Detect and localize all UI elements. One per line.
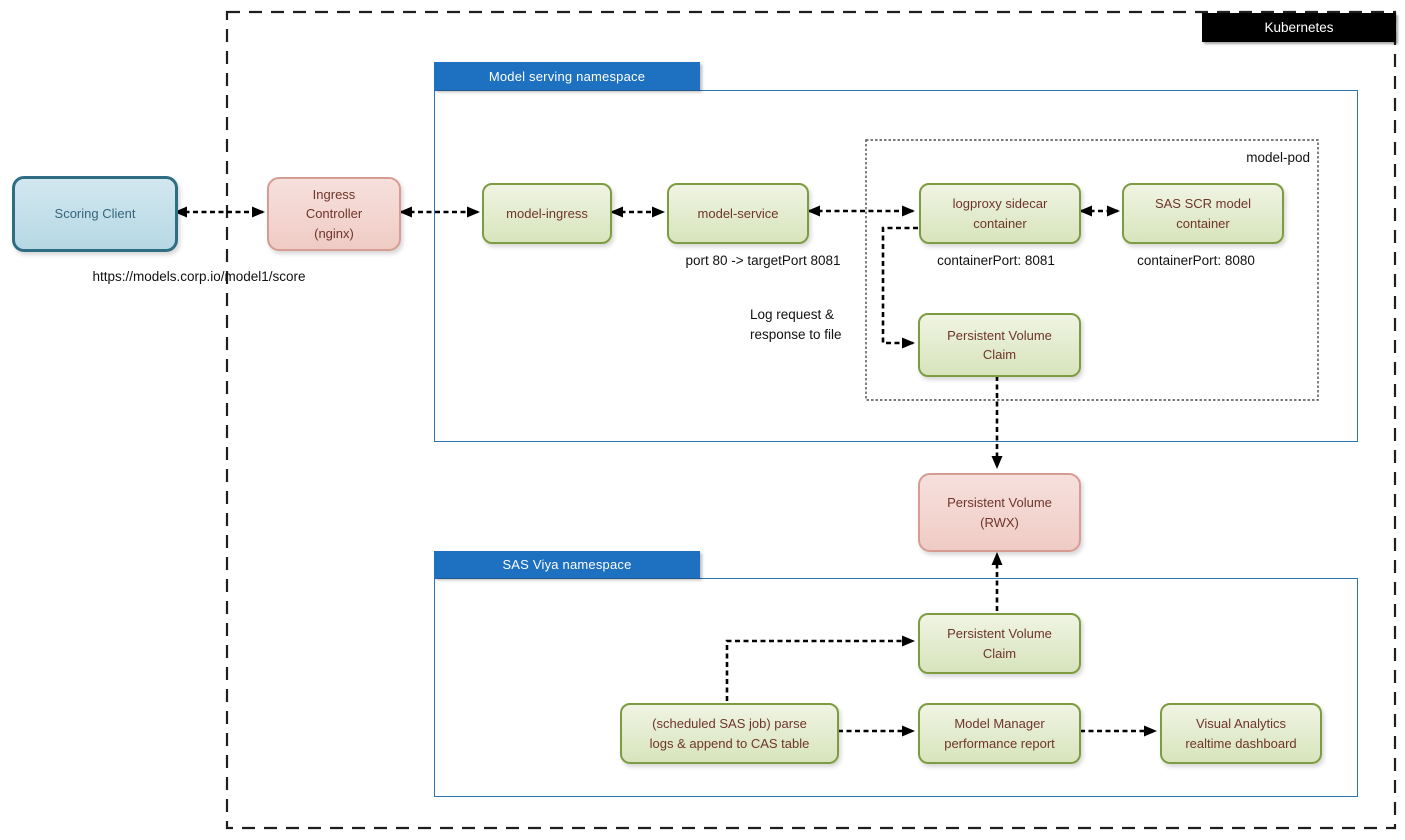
port-mapping-note: port 80 -> targetPort 8081 bbox=[685, 253, 841, 268]
model-manager-node: Model Manager performance report bbox=[918, 703, 1081, 764]
model-serving-namespace-box bbox=[434, 90, 1358, 442]
pvc-viya-node: Persistent Volume Claim bbox=[918, 613, 1081, 674]
model-pod-label: model-pod bbox=[1246, 150, 1310, 165]
persistent-volume-node: Persistent Volume (RWX) bbox=[918, 473, 1081, 552]
sas-scr-model-node: SAS SCR model container bbox=[1122, 183, 1284, 244]
arrow-sasjob-pvcviya bbox=[725, 635, 915, 701]
pvc-pod-node: Persistent Volume Claim bbox=[918, 313, 1081, 377]
model-ingress-node: model-ingress bbox=[482, 183, 612, 244]
logproxy-containerport-note: containerPort: 8081 bbox=[937, 253, 1055, 268]
scoring-client-node: Scoring Client bbox=[12, 176, 178, 252]
scr-containerport-note: containerPort: 8080 bbox=[1137, 253, 1255, 268]
model-serving-namespace-title: Model serving namespace bbox=[488, 68, 646, 84]
logproxy-sidecar-node: logproxy sidecar container bbox=[919, 183, 1081, 244]
scheduled-sas-job-node: (scheduled SAS job) parse logs & append … bbox=[620, 703, 839, 764]
arrow-logproxy-pvc-pod bbox=[881, 226, 918, 349]
scoring-url-note: https://models.corp.io/model1/score bbox=[92, 269, 306, 284]
model-serving-namespace-tab: Model serving namespace bbox=[434, 62, 700, 90]
kubernetes-label: Kubernetes bbox=[1202, 13, 1396, 42]
model-pod-boundary bbox=[865, 139, 1319, 401]
kubernetes-label-text: Kubernetes bbox=[1264, 20, 1334, 35]
log-request-note: Log request & response to file bbox=[750, 307, 842, 343]
ingress-controller-node: Ingress Controller (nginx) bbox=[267, 177, 401, 251]
sas-viya-namespace-tab: SAS Viya namespace bbox=[434, 551, 700, 578]
sas-viya-namespace-box bbox=[434, 578, 1358, 797]
kubernetes-boundary bbox=[225, 10, 1397, 830]
model-service-node: model-service bbox=[667, 183, 809, 244]
visual-analytics-node: Visual Analytics realtime dashboard bbox=[1160, 703, 1322, 764]
sas-viya-namespace-title: SAS Viya namespace bbox=[502, 557, 632, 572]
